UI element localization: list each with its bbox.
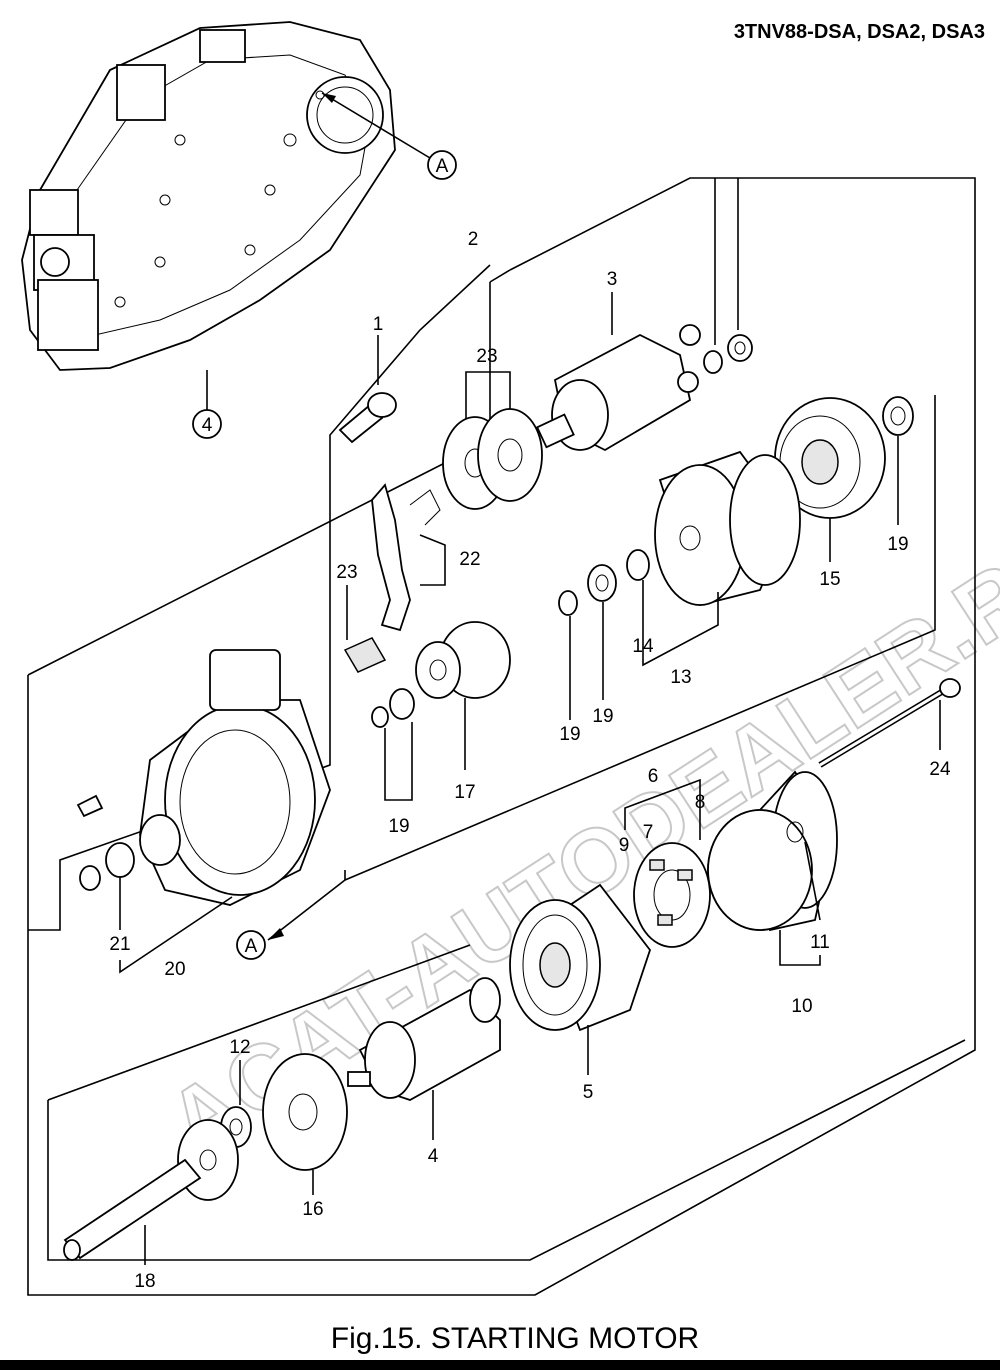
callout-5: 5 [583,1082,594,1103]
pinion-clutch-part-17: 17 19 [371,621,511,837]
callout-3: 3 [607,269,618,290]
figure-caption: Fig.15. STARTING MOTOR [331,1322,699,1355]
callout-1: 1 [373,314,384,335]
magnetic-switch-part-3: 3 [535,269,701,452]
reference-marker-bottom: A [245,936,258,957]
brush-holder-part-6: 6 8 7 9 [619,766,711,948]
callout-11: 11 [810,932,830,953]
callout-19-right: 19 [887,534,908,555]
callout-18: 18 [134,1271,155,1292]
callout-13: 13 [670,667,691,688]
lever-part-22: 22 [371,483,481,632]
callout-16: 16 [302,1199,323,1220]
model-header: 3TNV88-DSA, DSA2, DSA3 [734,21,985,43]
shim-part-23-upper: 23 [442,346,543,510]
reference-marker-top: A [436,156,449,177]
yoke-part-5: 5 [509,883,652,1103]
callout-23-upper: 23 [476,346,497,367]
bottom-border [0,1360,1000,1370]
callout-19-left: 19 [559,724,580,745]
callout-22: 22 [459,549,480,570]
callout-14: 14 [632,636,654,657]
assembly-boundary [27,177,976,1296]
callout-20: 20 [164,959,185,980]
callout-24: 24 [929,759,951,780]
gear-case-part-20: 21 20 A [76,649,346,980]
callout-23-lower: 23 [336,562,357,583]
callout-12: 12 [229,1037,250,1058]
callout-9: 9 [619,835,630,856]
shaft-part-18: 18 [63,1119,239,1292]
callout-19-mid: 19 [592,706,613,727]
callout-15: 15 [819,569,840,590]
callout-21: 21 [109,934,130,955]
callout-19-lower: 19 [388,816,409,837]
plate-part-16: 16 [262,1053,348,1220]
callout-2: 2 [468,229,479,250]
callout-17: 17 [454,782,475,803]
callout-10: 10 [791,996,812,1017]
yoke-housing-part-13: 14 13 19 19 [558,450,801,745]
callout-8: 8 [695,792,706,813]
rear-cover-part-10: 11 10 [707,770,838,1017]
callout-6: 6 [648,766,659,787]
flywheel-housing: 4 A [21,21,457,439]
front-cover-part-15: 15 19 [774,396,914,590]
callout-4-armature: 4 [428,1146,439,1167]
packing-part-23-lower: 23 [336,562,387,673]
callout-7: 7 [643,822,654,843]
armature-part-4: 4 [347,977,501,1167]
callout-4-housing: 4 [202,415,213,436]
through-bolt-part-24: 24 [818,678,961,780]
bolt-part-1: 1 [338,314,397,444]
nut-washer-set [703,178,753,374]
